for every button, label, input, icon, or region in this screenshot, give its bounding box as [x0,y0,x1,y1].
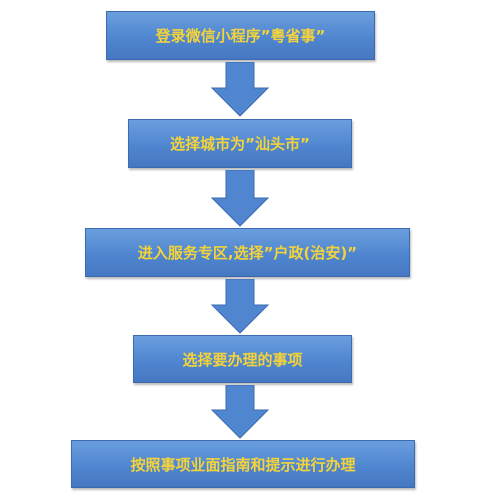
down-arrow-icon [210,279,270,334]
down-arrow-icon [210,62,270,117]
step-1-box: 登录微信小程序”粤省事” [106,11,375,60]
down-arrow-icon [210,385,270,439]
step-5-label: 按照事项业面指南和提示进行办理 [130,455,356,474]
step-2-label: 选择城市为”汕头市” [170,135,310,153]
down-arrow-icon [210,170,270,227]
step-5-box: 按照事项业面指南和提示进行办理 [71,440,415,488]
step-3-box: 进入服务专区,选择”户政(治安)” [85,228,410,277]
step-2-box: 选择城市为”汕头市” [128,119,352,168]
step-1-label: 登录微信小程序”粤省事” [155,27,326,45]
step-4-box: 选择要办理的事项 [133,335,352,383]
step-3-label: 进入服务专区,选择”户政(治安)” [137,244,358,262]
step-4-label: 选择要办理的事项 [182,350,303,369]
